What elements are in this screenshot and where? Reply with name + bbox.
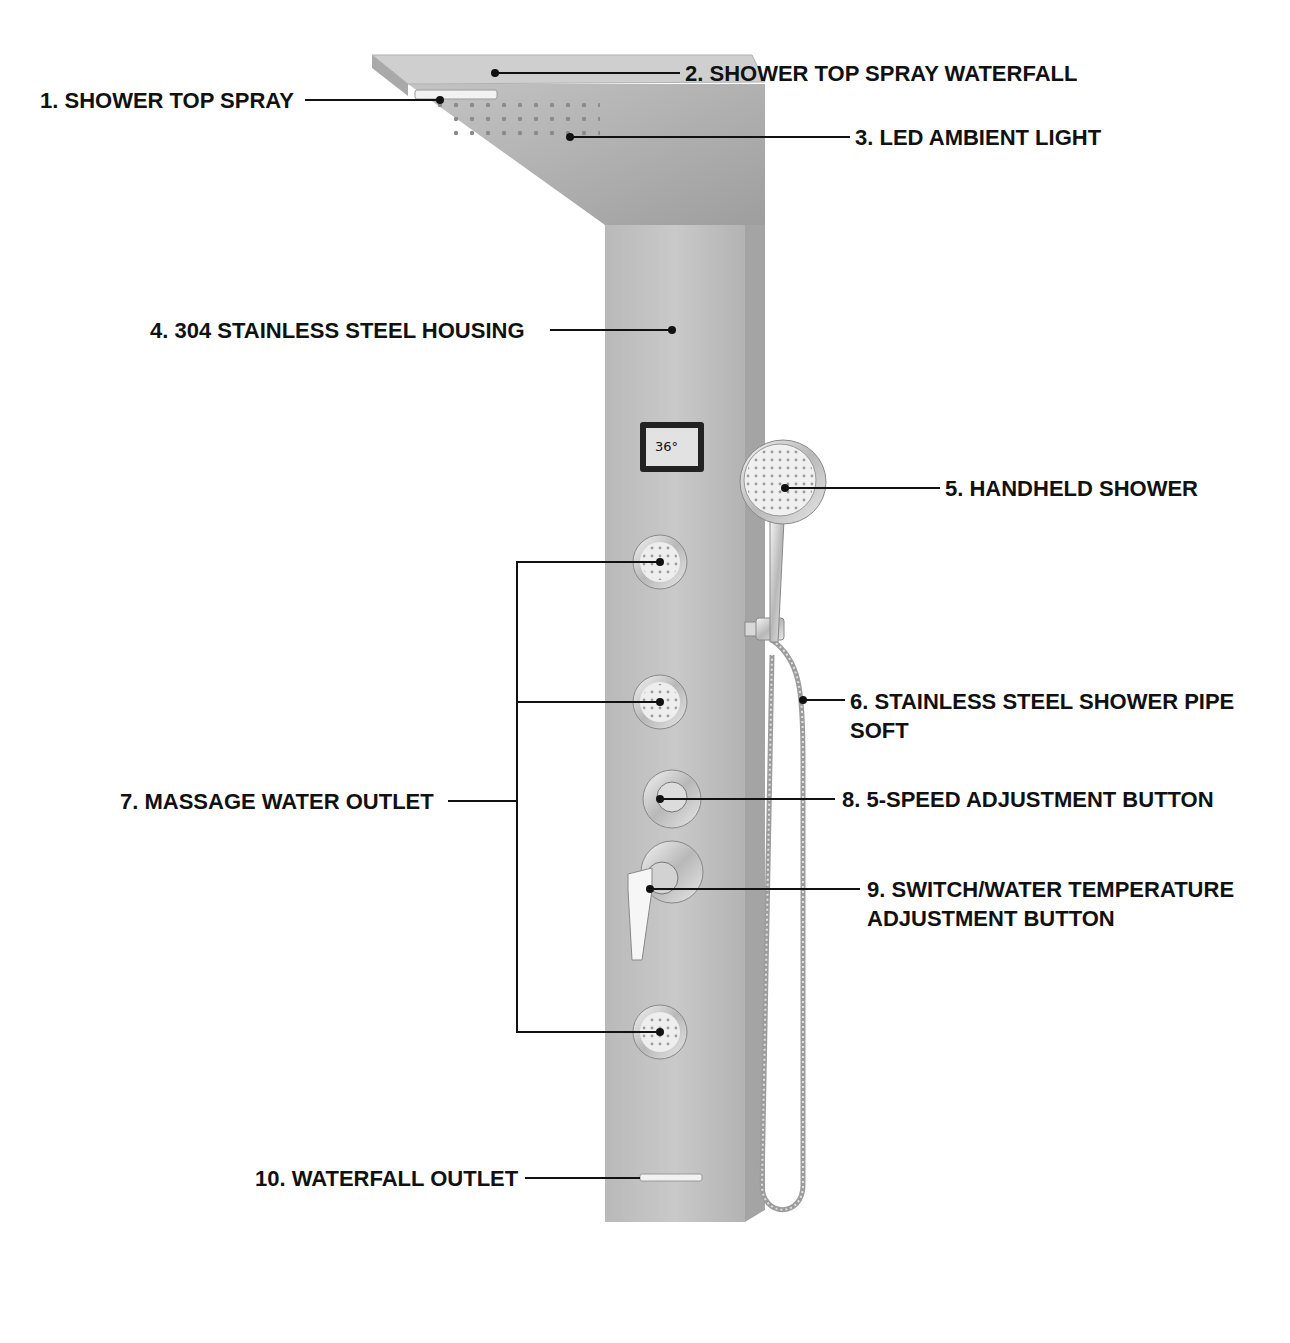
leader-dot [781,484,789,492]
callout-label: 3. LED AMBIENT LIGHT [855,123,1101,152]
leader-line [495,72,680,74]
leader-dots [436,69,807,1036]
leader-dot [656,795,664,803]
lcd-frame [640,422,704,472]
callout-label: 5. HANDHELD SHOWER [945,474,1198,503]
leader-line [803,699,845,701]
leader-dot [646,885,654,893]
spray-holes [430,95,600,140]
callout-label: 2. SHOWER TOP SPRAY WATERFALL [685,59,1077,88]
callout-label: 9. SWITCH/WATER TEMPERATURE ADJUSTMENT B… [867,875,1267,933]
leader-line [448,800,517,802]
handheld-face [744,444,816,516]
leader-line [305,99,440,101]
leader-line [570,136,850,138]
callout-label: 1. SHOWER TOP SPRAY [40,86,294,115]
hose-braid [762,640,803,1210]
panel-front [605,220,745,1222]
leader-line [650,888,860,890]
callout-label: 8. 5-SPEED ADJUSTMENT BUTTON [842,785,1214,814]
leader-line [660,798,835,800]
leader-dot [436,96,444,104]
head-edge [372,55,408,96]
leader-line [785,487,940,489]
diverter-knob [657,782,687,812]
callout-label: 6. STAINLESS STEEL SHOWER PIPE SOFT [850,687,1260,745]
leader-dot [491,69,499,77]
leader-lines [305,73,940,1178]
handheld-head [740,440,826,524]
callout-label: 7. MASSAGE WATER OUTLET [120,787,434,816]
lcd-screen [646,428,698,466]
waterfall-slot [415,90,497,99]
callout-label: 4. 304 STAINLESS STEEL HOUSING [150,316,525,345]
handheld-holes [746,446,814,514]
shower-hose [762,640,803,1210]
head-underside [408,84,765,225]
leader-dot [799,696,807,704]
leader-line [525,1177,640,1179]
display-reading: 36° [655,439,678,455]
mixer-lever [628,868,652,960]
bottom-waterfall-slot [640,1174,702,1181]
leader-line [550,329,672,331]
leader-dot [668,326,676,334]
leader-dot [656,558,664,566]
callout-label: 10. WATERFALL OUTLET [255,1164,518,1193]
leader-dot [656,1028,664,1036]
leader-line [517,701,660,703]
handheld-handle [770,520,784,642]
leader-dot [566,133,574,141]
leader-bracket [517,562,660,1032]
leader-dot [656,698,664,706]
